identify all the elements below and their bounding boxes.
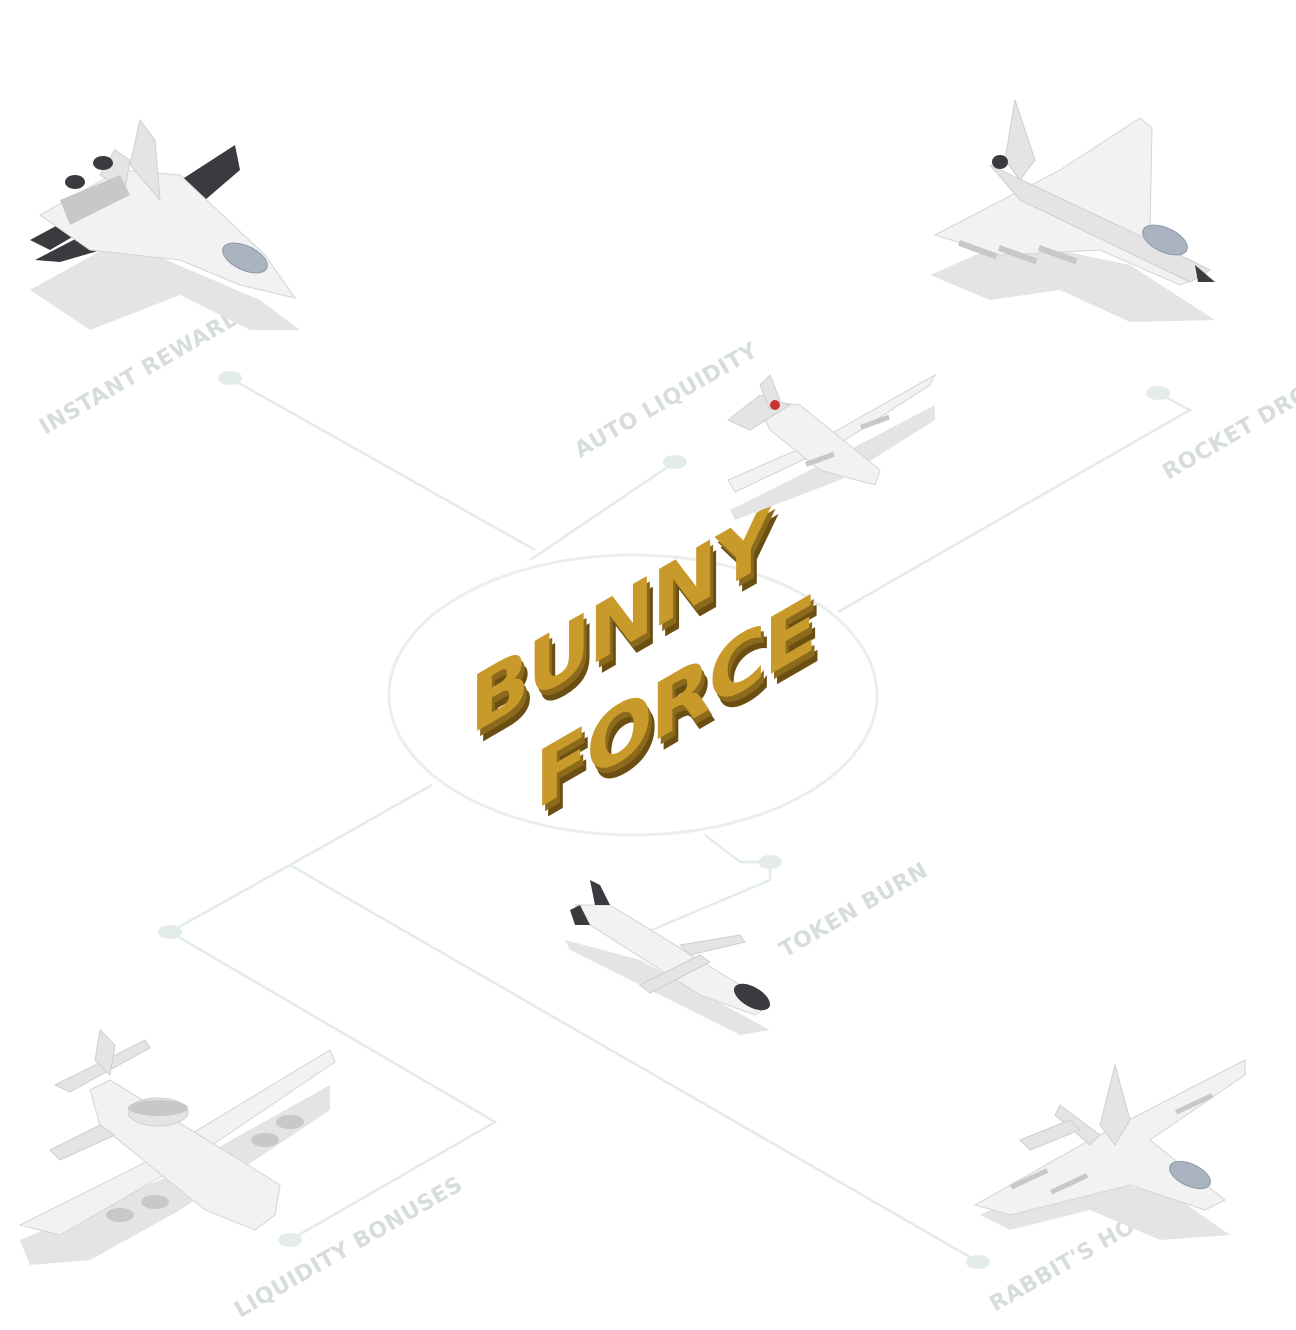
- label-token-burn: TOKEN BURN: [776, 858, 933, 963]
- connector-token-burn: [639, 834, 772, 937]
- twin-tail-fighter-icon: [973, 1059, 1246, 1240]
- missile-icon: [565, 880, 771, 1035]
- label-rocket-drop: ROCKET DROP: [1159, 373, 1296, 486]
- dot-liquidity-bonuses: [278, 1233, 302, 1247]
- connector-rabbits-hole: [289, 863, 976, 1262]
- connector-auto-liquidity: [529, 460, 676, 562]
- bunny-force-logo: BUNNY BUNNY BUNNY FORCE FORCE FORCE: [470, 488, 821, 839]
- cargo-propeller-plane-icon: [727, 373, 937, 520]
- dot-rabbits-hole: [966, 1255, 990, 1269]
- center-ring: [387, 553, 879, 837]
- connector-instant-rewards: [229, 376, 536, 552]
- awacs-radar-plane-icon: [18, 1028, 336, 1265]
- fighter-jet-dark-wing-icon: [30, 118, 300, 330]
- dot-auto-liquidity: [663, 455, 687, 469]
- connector-lines: [167, 376, 1193, 1262]
- dot-rocket-drop: [1146, 386, 1170, 400]
- label-auto-liquidity: AUTO LIQUIDITY: [571, 338, 763, 463]
- delta-wing-fighter-icon: [930, 99, 1215, 322]
- connector-rocket-drop: [837, 391, 1193, 614]
- dot-instant-rewards: [218, 371, 242, 385]
- dot-token-burn: [758, 855, 782, 869]
- dot-liquidity-junction: [158, 925, 182, 939]
- connector-dots: [158, 371, 1170, 1269]
